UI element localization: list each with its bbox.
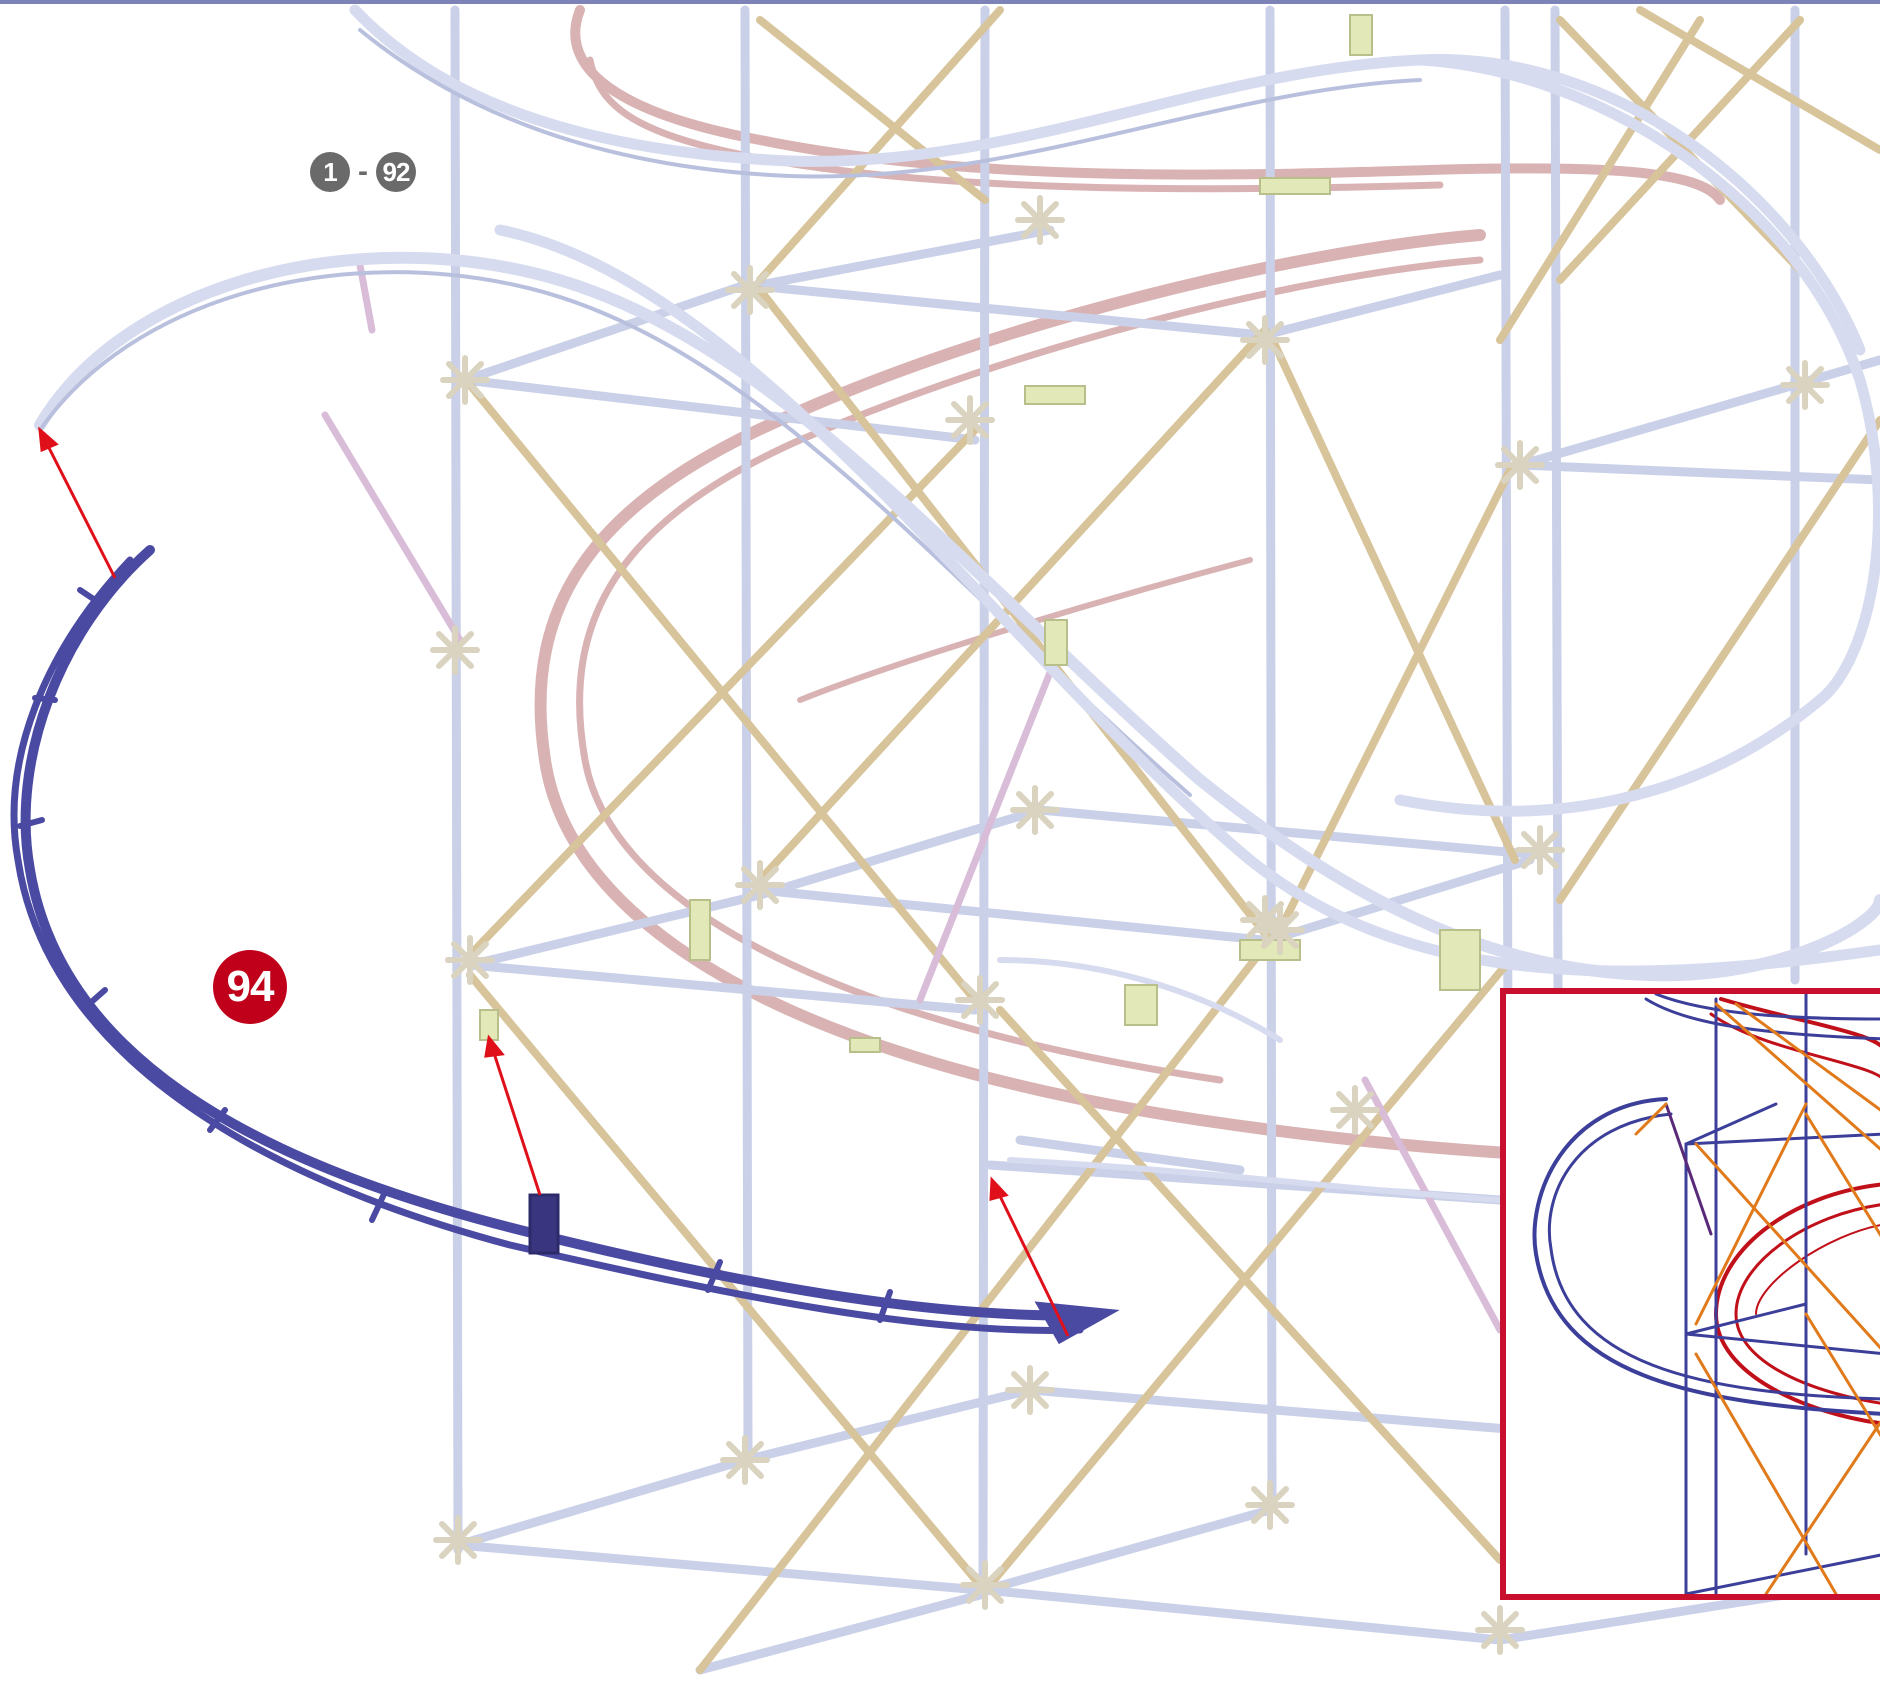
star-connector-icon (735, 860, 785, 910)
star-connector-icon (1515, 825, 1565, 875)
previous-steps-range: 1 - 92 (310, 152, 416, 192)
star-connector-icon (1255, 905, 1305, 955)
pink-braces (321, 261, 1504, 1334)
yellow-connectors (479, 14, 1481, 1053)
range-separator: - (358, 155, 368, 188)
star-connector-icon (720, 1435, 770, 1485)
overview-inset (1500, 988, 1880, 1600)
star-connector-icon (430, 625, 480, 675)
star-connector-icon (445, 935, 495, 985)
new-track-piece (10, 545, 1120, 1345)
indicator-arrows (38, 426, 1070, 1337)
star-connector-icon (960, 1560, 1010, 1610)
step-number-badge: 94 (213, 950, 287, 1024)
range-start-badge: 1 (310, 152, 350, 192)
star-connector-icon (1495, 440, 1545, 490)
red-arrow-icon (989, 1176, 1070, 1337)
star-connector-icon (1780, 360, 1830, 410)
star-connector-icon (955, 975, 1005, 1025)
star-connector-icon (433, 1515, 483, 1565)
star-connector-icon (1330, 1085, 1380, 1135)
star-connector-icon (945, 395, 995, 445)
overview-wireframe (1532, 994, 1880, 1594)
star-connector-icon (1475, 1605, 1525, 1655)
top-border-bar (0, 0, 1880, 4)
red-arrow-icon (484, 1034, 542, 1196)
star-connector-icon (1015, 195, 1065, 245)
star-connectors (430, 195, 1830, 1655)
star-connector-icon (1240, 315, 1290, 365)
range-end-badge: 92 (376, 152, 416, 192)
star-connector-icon (1245, 1480, 1295, 1530)
red-arrow-icon (38, 426, 117, 579)
star-connector-icon (725, 265, 775, 315)
star-connector-icon (440, 355, 490, 405)
star-connector-icon (1010, 785, 1060, 835)
new-track-ties (17, 587, 893, 1323)
star-connector-icon (1005, 1365, 1055, 1415)
